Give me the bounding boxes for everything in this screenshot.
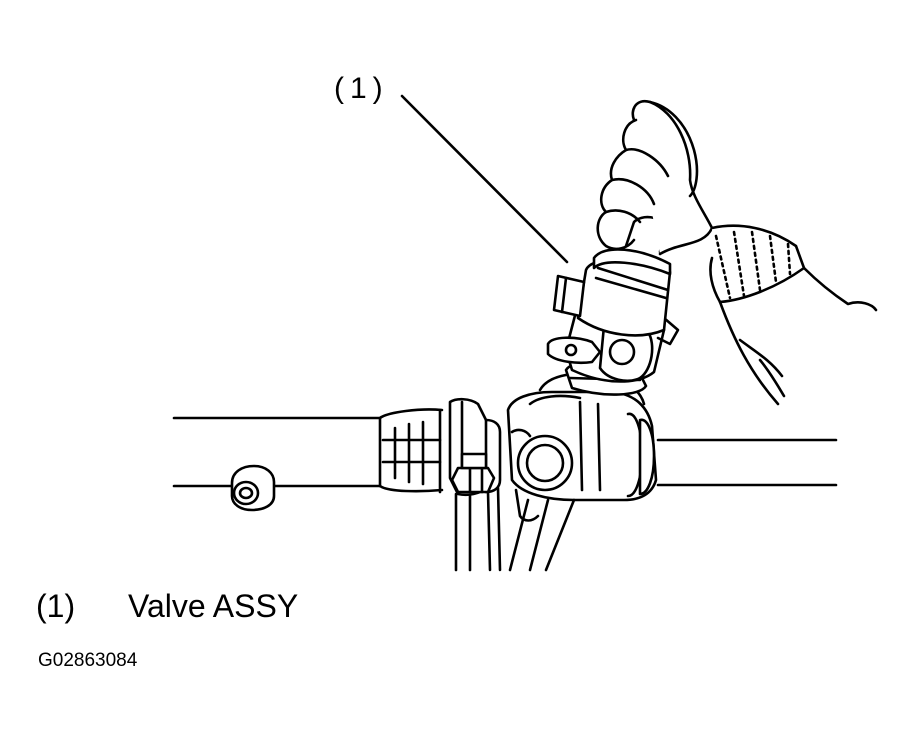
figure-code: G02863084 xyxy=(38,650,138,671)
rack-tube xyxy=(172,416,838,488)
legend-item: (1) Valve ASSY xyxy=(36,588,298,625)
callout-label: (1) xyxy=(334,72,389,105)
mounting-bracket xyxy=(448,397,502,572)
rack-boot xyxy=(378,408,444,494)
legend-number: (1) xyxy=(36,588,76,624)
callout-leader-line xyxy=(400,94,569,264)
legend-text: Valve ASSY xyxy=(128,588,299,624)
gearbox-housing xyxy=(506,372,658,572)
gloved-hand xyxy=(596,99,878,406)
tube-plug xyxy=(230,464,276,512)
valve-assy xyxy=(546,215,680,396)
